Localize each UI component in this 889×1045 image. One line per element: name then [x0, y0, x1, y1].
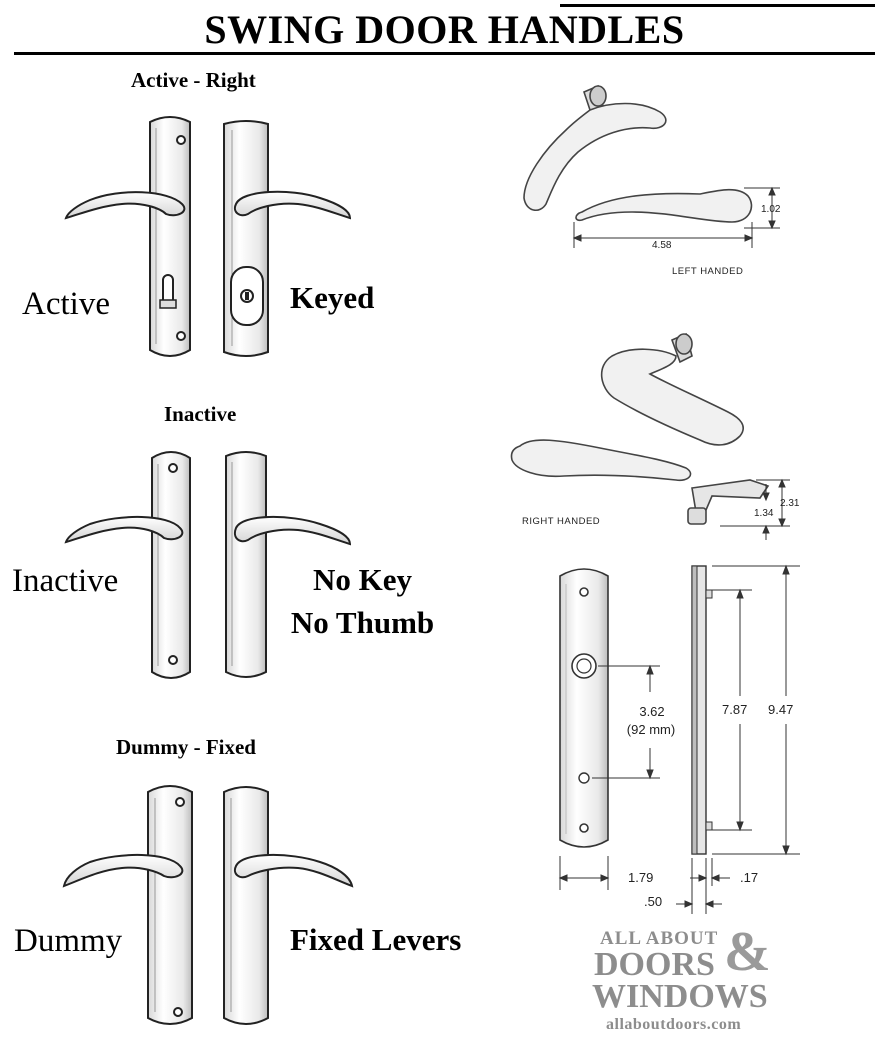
active-right-heading: Active - Right — [131, 68, 256, 92]
page-title: SWING DOOR HANDLES — [204, 7, 685, 52]
brand-logo: ALL ABOUT & DOORS WINDOWS allaboutdoors.… — [592, 921, 792, 1038]
inactive-heading: Inactive — [164, 402, 237, 426]
overall-height-dim: 9.47 — [768, 702, 794, 717]
inactive-right-plate — [225, 451, 267, 678]
inactive-label: Inactive — [12, 563, 119, 599]
active-right-lever — [234, 190, 352, 220]
brand-ampersand: & — [724, 921, 771, 983]
right-handed-lever-drawing — [510, 332, 770, 525]
hole-spacing-dim: 3.62 — [639, 704, 665, 719]
dummy-left-lever — [62, 854, 184, 888]
lh-height-dim: 1.02 — [761, 204, 781, 215]
brand-line2: DOORS — [594, 946, 715, 983]
inactive-left-lever — [64, 516, 184, 544]
right-handed-dims — [720, 478, 790, 540]
right-handed-caption: RIGHT HANDED — [522, 516, 601, 527]
inactive-left-plate — [151, 451, 191, 679]
active-left-plate — [149, 116, 191, 357]
plate-thickness-dim: .50 — [644, 894, 663, 909]
rh-depth-dim: 1.34 — [754, 508, 774, 519]
dummy-right-plate — [223, 786, 269, 1025]
plate-dimension-lines — [558, 564, 800, 914]
dummy-right-lever — [234, 854, 354, 888]
keyed-label: Keyed — [290, 280, 375, 315]
inner-height-dim: 7.87 — [722, 702, 748, 717]
escutcheon-plate-front — [559, 568, 609, 848]
left-handed-lever-drawing — [523, 84, 753, 223]
no-thumb-line: No Thumb — [290, 605, 435, 640]
active-label: Active — [22, 286, 110, 322]
brand-line3: WINDOWS — [592, 978, 768, 1015]
plate-width-dim: 1.79 — [628, 870, 654, 885]
inactive-right-lever — [234, 516, 352, 546]
hole-spacing-mm-dim: (92 mm) — [626, 722, 676, 737]
dummy-label: Dummy — [14, 923, 123, 959]
rh-height-dim: 2.31 — [780, 498, 800, 509]
brand-line1: ALL ABOUT — [600, 928, 719, 949]
escutcheon-plate-side — [691, 565, 713, 855]
dummy-left-plate — [147, 785, 193, 1025]
lh-length-dim: 4.58 — [652, 240, 672, 251]
left-handed-caption: LEFT HANDED — [672, 266, 744, 277]
active-left-lever — [64, 191, 186, 220]
title-underline — [14, 52, 875, 55]
active-right-plate — [223, 120, 269, 357]
no-key-line: No Key — [312, 562, 412, 597]
flange-dim: .17 — [740, 870, 759, 885]
brand-url: allaboutdoors.com — [606, 1016, 742, 1033]
top-rule — [560, 4, 875, 7]
dummy-fixed-heading: Dummy - Fixed — [116, 735, 256, 759]
no-key-no-thumb-label: No Key No Thumb — [270, 558, 455, 644]
left-handed-dims — [572, 186, 780, 248]
fixed-levers-label: Fixed Levers — [290, 922, 462, 957]
